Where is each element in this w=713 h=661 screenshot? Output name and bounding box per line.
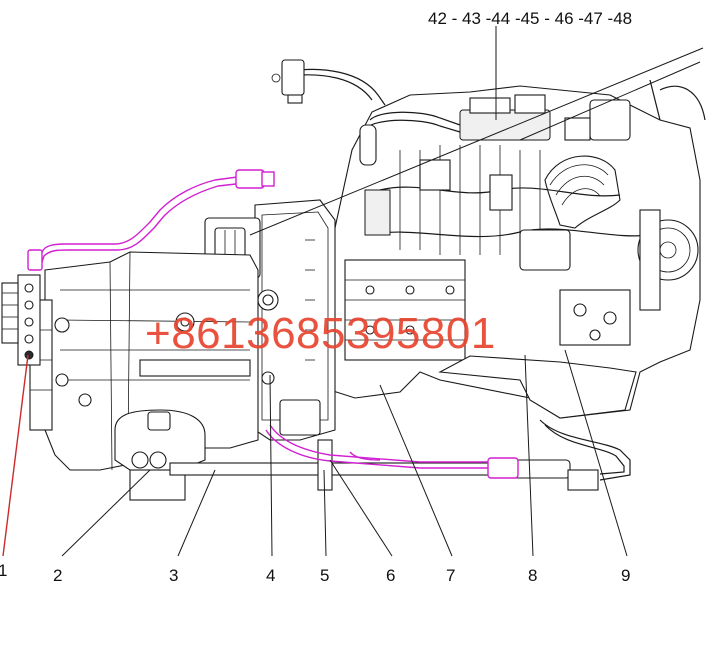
callout-7: 7	[446, 566, 455, 585]
callout-9: 9	[621, 566, 630, 585]
callout-6: 6	[386, 566, 395, 585]
callout-8: 8	[528, 566, 537, 585]
phone-watermark: +8613685395801	[145, 309, 496, 358]
callout-leaders	[2, 349, 628, 557]
reference-lines	[249, 26, 704, 236]
highlighted-hoses	[27, 169, 519, 479]
callout-5: 5	[320, 566, 329, 585]
callout-3: 3	[169, 566, 178, 585]
callout-2: 2	[53, 566, 62, 585]
header-callout-label: 42 - 43 -44 -45 - 46 -47 -48	[428, 9, 632, 28]
callout-4: 4	[266, 566, 275, 585]
engine-block	[271, 59, 706, 481]
callout-1: 1	[0, 561, 7, 580]
transmission	[1, 251, 599, 501]
